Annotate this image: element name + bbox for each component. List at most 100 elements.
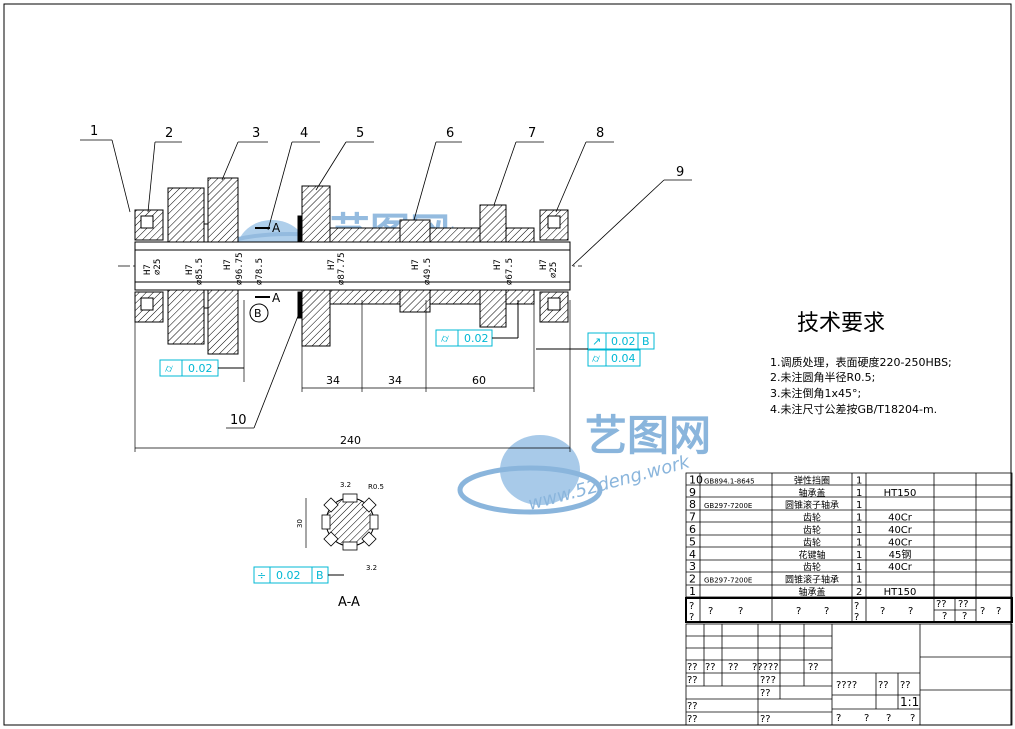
requirements-title: 技术要求 [797,311,885,336]
balloon-4: 4 [300,126,308,141]
bom-cell-qty: 1 [856,575,862,586]
scale-value: 1:1 [900,695,919,709]
bom-cell-no: 7 [689,511,696,524]
bom-cell-code: GB297-7200E [704,577,752,585]
fit-label: ⌀78.5 [255,258,265,285]
svg-text:?: ? [942,611,947,622]
svg-text:??: ?? [687,675,698,686]
svg-text:B: B [642,335,650,348]
drawing-border [3,3,1012,726]
tol-frame-5: ÷ 0.02 B [253,566,344,584]
balloon-7: 7 [528,126,536,141]
svg-text:?????: ????? [752,662,779,673]
svg-text:0.02: 0.02 [188,362,213,375]
svg-text:??: ?? [958,599,969,610]
svg-text:?: ? [908,606,913,617]
svg-text:?: ? [824,606,829,617]
svg-text:B: B [316,569,324,582]
bom-cell-no: 8 [689,498,696,511]
svg-text:?: ? [689,601,694,612]
section-mark-a-top: A [272,221,281,235]
bom-cell-qty: 1 [856,488,862,499]
left-bearing [134,209,164,323]
svg-text:↗: ↗ [592,335,601,348]
bom-cell-code: GB297-7200E [704,502,752,510]
gear-3 [167,177,239,355]
svg-text:⌭: ⌭ [165,362,173,375]
bom-header: ? ? ? ? ? ? ? ? ? ? ?? ?? ? ? ? ? [685,597,1013,623]
bom-cell-mat: 40Cr [888,562,913,573]
svg-text:÷: ÷ [257,569,266,582]
svg-text:??: ?? [936,599,947,610]
dimension-values: 34 34 60 240 [326,374,486,447]
bom-cell-code: GB894.1-8645 [704,477,755,485]
balloon-6: 6 [446,126,454,141]
svg-text:??: ?? [687,701,698,712]
bom-cell-mat: 40Cr [888,513,913,524]
section-view-title: A-A [338,595,360,610]
svg-text:?: ? [854,601,859,612]
balloon-9: 9 [676,165,684,180]
balloon-3: 3 [252,126,260,141]
gear-7 [429,204,535,328]
dim-34-a: 34 [326,374,340,387]
bom-cell-mat: HT150 [884,587,917,598]
gear-6 [399,219,431,313]
svg-text:?: ? [886,713,891,724]
tolerance-frames: ⌭ 0.02 ⌭ 0.02 ↗ 0.02 B ⌭ 0.04 ÷ 0.02 B [159,300,655,584]
svg-text:??: ?? [760,688,771,699]
bom-cell-qty: 1 [856,475,862,486]
bom-cell-name: 轴承盖 [798,487,825,499]
fit-label: H7 [411,259,421,270]
svg-text:??: ?? [900,680,911,691]
svg-text:?: ? [836,713,841,724]
bom-cell-qty: 1 [856,525,862,536]
bom-cell-no: 4 [689,548,696,561]
svg-text:?: ? [980,606,985,617]
dim-240: 240 [340,434,361,447]
bom-cell-name: 齿轮 [803,524,821,536]
bom-cell-name: 齿轮 [803,512,821,524]
balloon-5: 5 [356,126,364,141]
fit-label: ⌀25 [549,262,559,278]
svg-text:?: ? [962,611,967,622]
bom-table [685,472,1013,598]
svg-text:0.02: 0.02 [276,569,301,582]
svg-text:??: ?? [687,714,698,725]
svg-text:0.02: 0.02 [464,332,489,345]
svg-text:?: ? [796,606,801,617]
bom-cell-no: 2 [689,573,696,586]
bom-cell-name: 圆锥滚子轴承 [785,499,839,511]
dim-34-b: 34 [388,374,402,387]
bom-cell-name: 圆锥滚子轴承 [785,574,839,586]
svg-text:?: ? [996,606,1001,617]
svg-text:⌭: ⌭ [592,352,600,365]
bom-cell-mat: 40Cr [888,525,913,536]
svg-text:??: ?? [878,680,889,691]
balloon-10: 10 [230,413,247,428]
bom-cell-qty: 1 [856,500,862,511]
balloon-8: 8 [596,126,604,141]
requirement-2: 2.未注圆角半径R0.5; [770,370,875,384]
fit-label: ⌀87.75 [337,252,347,285]
tol-frame-1: ⌭ 0.02 [159,359,244,377]
svg-text:???: ??? [760,675,776,686]
title-block-text: ?? ?? ?? ????? ?? ?? ??? ?? ???? ?? ?? ?… [687,662,919,725]
fit-label: ⌀25 [153,259,163,275]
technical-requirements: 技术要求 1.调质处理，表面硬度220-250HBS; 2.未注圆角半径R0.5… [770,311,952,416]
svg-text:⌭: ⌭ [441,332,449,345]
dim-60: 60 [472,374,486,387]
svg-text:??: ?? [687,662,698,673]
fillet-mark: R0.5 [368,483,384,491]
balloon-2: 2 [165,126,173,141]
svg-text:?: ? [738,606,743,617]
datum-b-label: B [254,307,262,320]
bom-cell-qty: 2 [856,587,862,598]
shaft-assembly [118,177,582,355]
balloon-labels: 1 2 3 4 5 6 7 8 9 10 [90,124,684,428]
svg-text:????: ???? [836,680,857,691]
fit-label: ⌀67.5 [505,258,515,285]
tol-frame-4: ⌭ 0.04 [536,348,641,367]
